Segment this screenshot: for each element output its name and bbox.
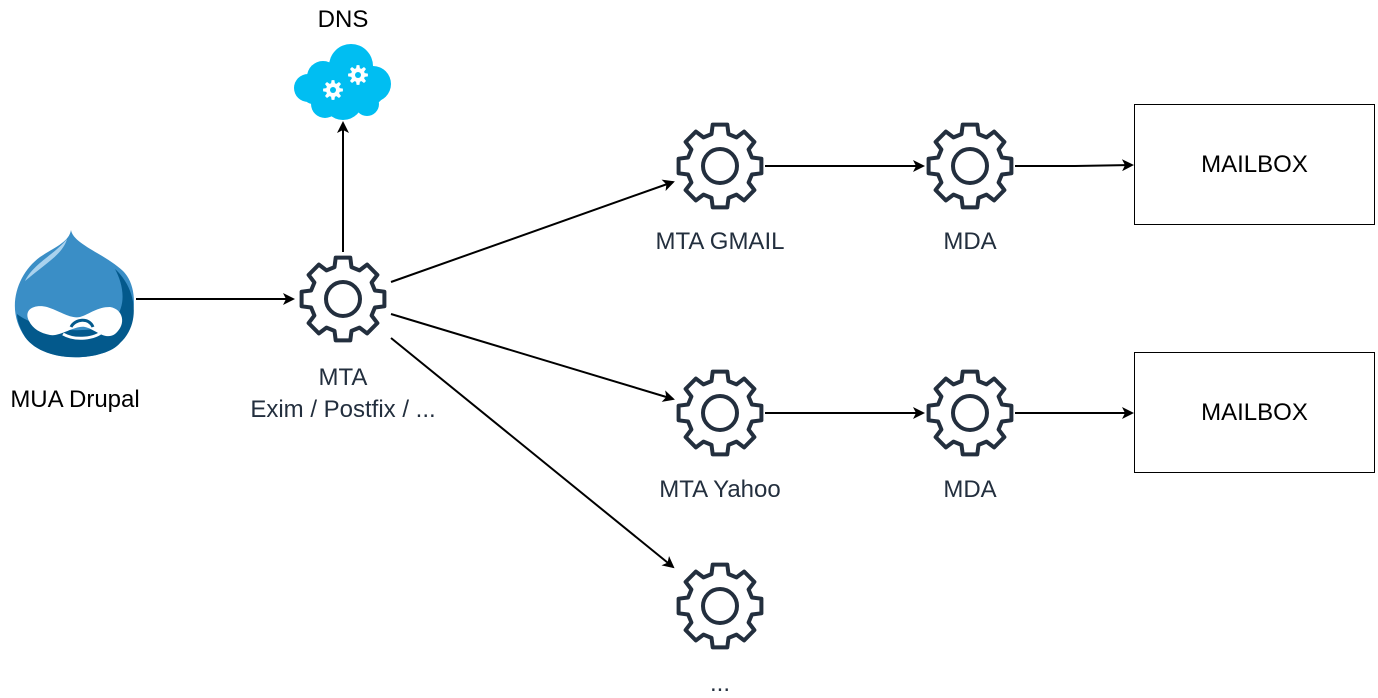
mta-yahoo-label: MTA Yahoo — [659, 476, 781, 503]
gear-hole — [701, 394, 739, 432]
gear-outline — [926, 122, 1014, 210]
gear-outline — [926, 369, 1014, 457]
gear-outline — [299, 255, 387, 343]
mini-gear-hole — [355, 72, 361, 78]
mta-gmail-label: MTA GMAIL — [655, 228, 785, 255]
mta-gear-icon[interactable] — [299, 255, 387, 343]
dns-cloud-icon[interactable] — [294, 44, 391, 120]
edge-mda-to-mailbox-gmail — [1015, 159, 1134, 172]
gear-hole — [701, 587, 739, 625]
drupal-logo[interactable] — [14, 230, 134, 358]
mta-yahoo-gear-icon[interactable] — [676, 369, 764, 457]
mda-yahoo-gear-icon[interactable] — [926, 369, 1014, 457]
mda-yahoo-label: MDA — [943, 476, 997, 503]
gear-outline — [676, 562, 764, 650]
mailbox-gmail[interactable]: MAILBOX — [1134, 104, 1375, 225]
dns-label: DNS — [317, 6, 369, 33]
mta-gmail-gear-icon[interactable] — [676, 122, 764, 210]
mailbox-yahoo[interactable]: MAILBOX — [1134, 352, 1375, 473]
gear-hole — [951, 394, 989, 432]
mta-label: MTA — [318, 364, 368, 391]
mta-sublabel: Exim / Postfix / ... — [250, 396, 436, 423]
edge-mta-to-mta-gmail — [390, 179, 675, 283]
edge-mta-to-mta-other — [390, 337, 675, 569]
mda-gmail-label: MDA — [943, 228, 997, 255]
mta-other-gear-icon[interactable] — [676, 562, 764, 650]
gear-hole — [324, 280, 362, 318]
mini-gear-hole — [330, 87, 336, 93]
gear-hole — [951, 147, 989, 185]
gear-outline — [676, 122, 764, 210]
gear-outline — [676, 369, 764, 457]
gear-hole — [701, 147, 739, 185]
edge-mta-to-mta-yahoo — [390, 313, 675, 402]
mda-gmail-gear-icon[interactable] — [926, 122, 1014, 210]
mta-other-label: ... — [709, 670, 731, 697]
mua-label: MUA Drupal — [10, 386, 140, 413]
